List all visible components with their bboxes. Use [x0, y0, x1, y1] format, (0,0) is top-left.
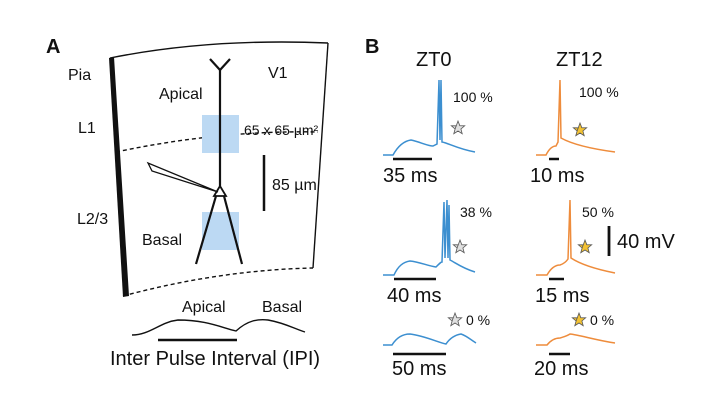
zt12-percent-2: 50 %	[582, 204, 614, 220]
layer-label-pia: Pia	[68, 67, 91, 84]
roi-size-label: 65 x 65 µm²	[244, 122, 319, 138]
patch-pipette	[146, 161, 219, 193]
zt12-percent-3: 0 %	[590, 312, 614, 328]
zt12-trace-2	[536, 199, 616, 276]
ipi-caption: Inter Pulse Interval (IPI)	[110, 348, 320, 370]
zt12-ipi-label-1: 10 ms	[530, 165, 584, 187]
zt0-ipi-label-2: 40 ms	[387, 285, 441, 307]
apical-label: Apical	[159, 86, 203, 103]
layer-label-l1: L1	[78, 120, 96, 137]
basal-label: Basal	[142, 232, 182, 249]
zt12-title: ZT12	[556, 49, 603, 71]
zt0-trace-1	[383, 79, 476, 156]
pulse-basal-label: Basal	[262, 299, 302, 316]
zt12-trace-1	[536, 79, 616, 156]
zt12-ipi-label-2: 15 ms	[535, 285, 589, 307]
pyramidal-neuron	[194, 58, 244, 265]
ipi-schematic-trace	[131, 319, 306, 336]
voltage-scale-label: 40 mV	[617, 231, 675, 253]
zt0-ipi-label-3: 50 ms	[392, 358, 446, 380]
zt0-title: ZT0	[416, 49, 452, 71]
pia-surface	[109, 57, 129, 297]
zt0-star-3	[447, 312, 463, 327]
scale-bar-label: 85 µm	[272, 177, 317, 194]
panel-a-label: A	[46, 36, 60, 58]
zt0-ipi-label-1: 35 ms	[383, 165, 437, 187]
zt0-trace-2	[383, 199, 476, 276]
zt12-ipi-label-3: 20 ms	[534, 358, 588, 380]
panel-b-label: B	[365, 36, 379, 58]
area-label-v1: V1	[268, 65, 288, 82]
pulse-apical-label: Apical	[182, 299, 226, 316]
zt12-percent-1: 100 %	[579, 84, 619, 100]
zt0-percent-2: 38 %	[460, 204, 492, 220]
zt0-star-1	[450, 120, 466, 135]
zt12-star-2	[577, 239, 593, 254]
zt0-trace-3	[383, 333, 477, 346]
zt12-star-3	[571, 312, 587, 327]
cortex-outline	[109, 41, 329, 297]
zt12-star-1	[572, 122, 588, 137]
zt0-star-2	[452, 239, 468, 254]
layer-label-l23: L2/3	[77, 211, 108, 228]
zt0-percent-3: 0 %	[466, 312, 490, 328]
zt0-percent-1: 100 %	[453, 89, 493, 105]
zt12-trace-3	[536, 333, 616, 346]
